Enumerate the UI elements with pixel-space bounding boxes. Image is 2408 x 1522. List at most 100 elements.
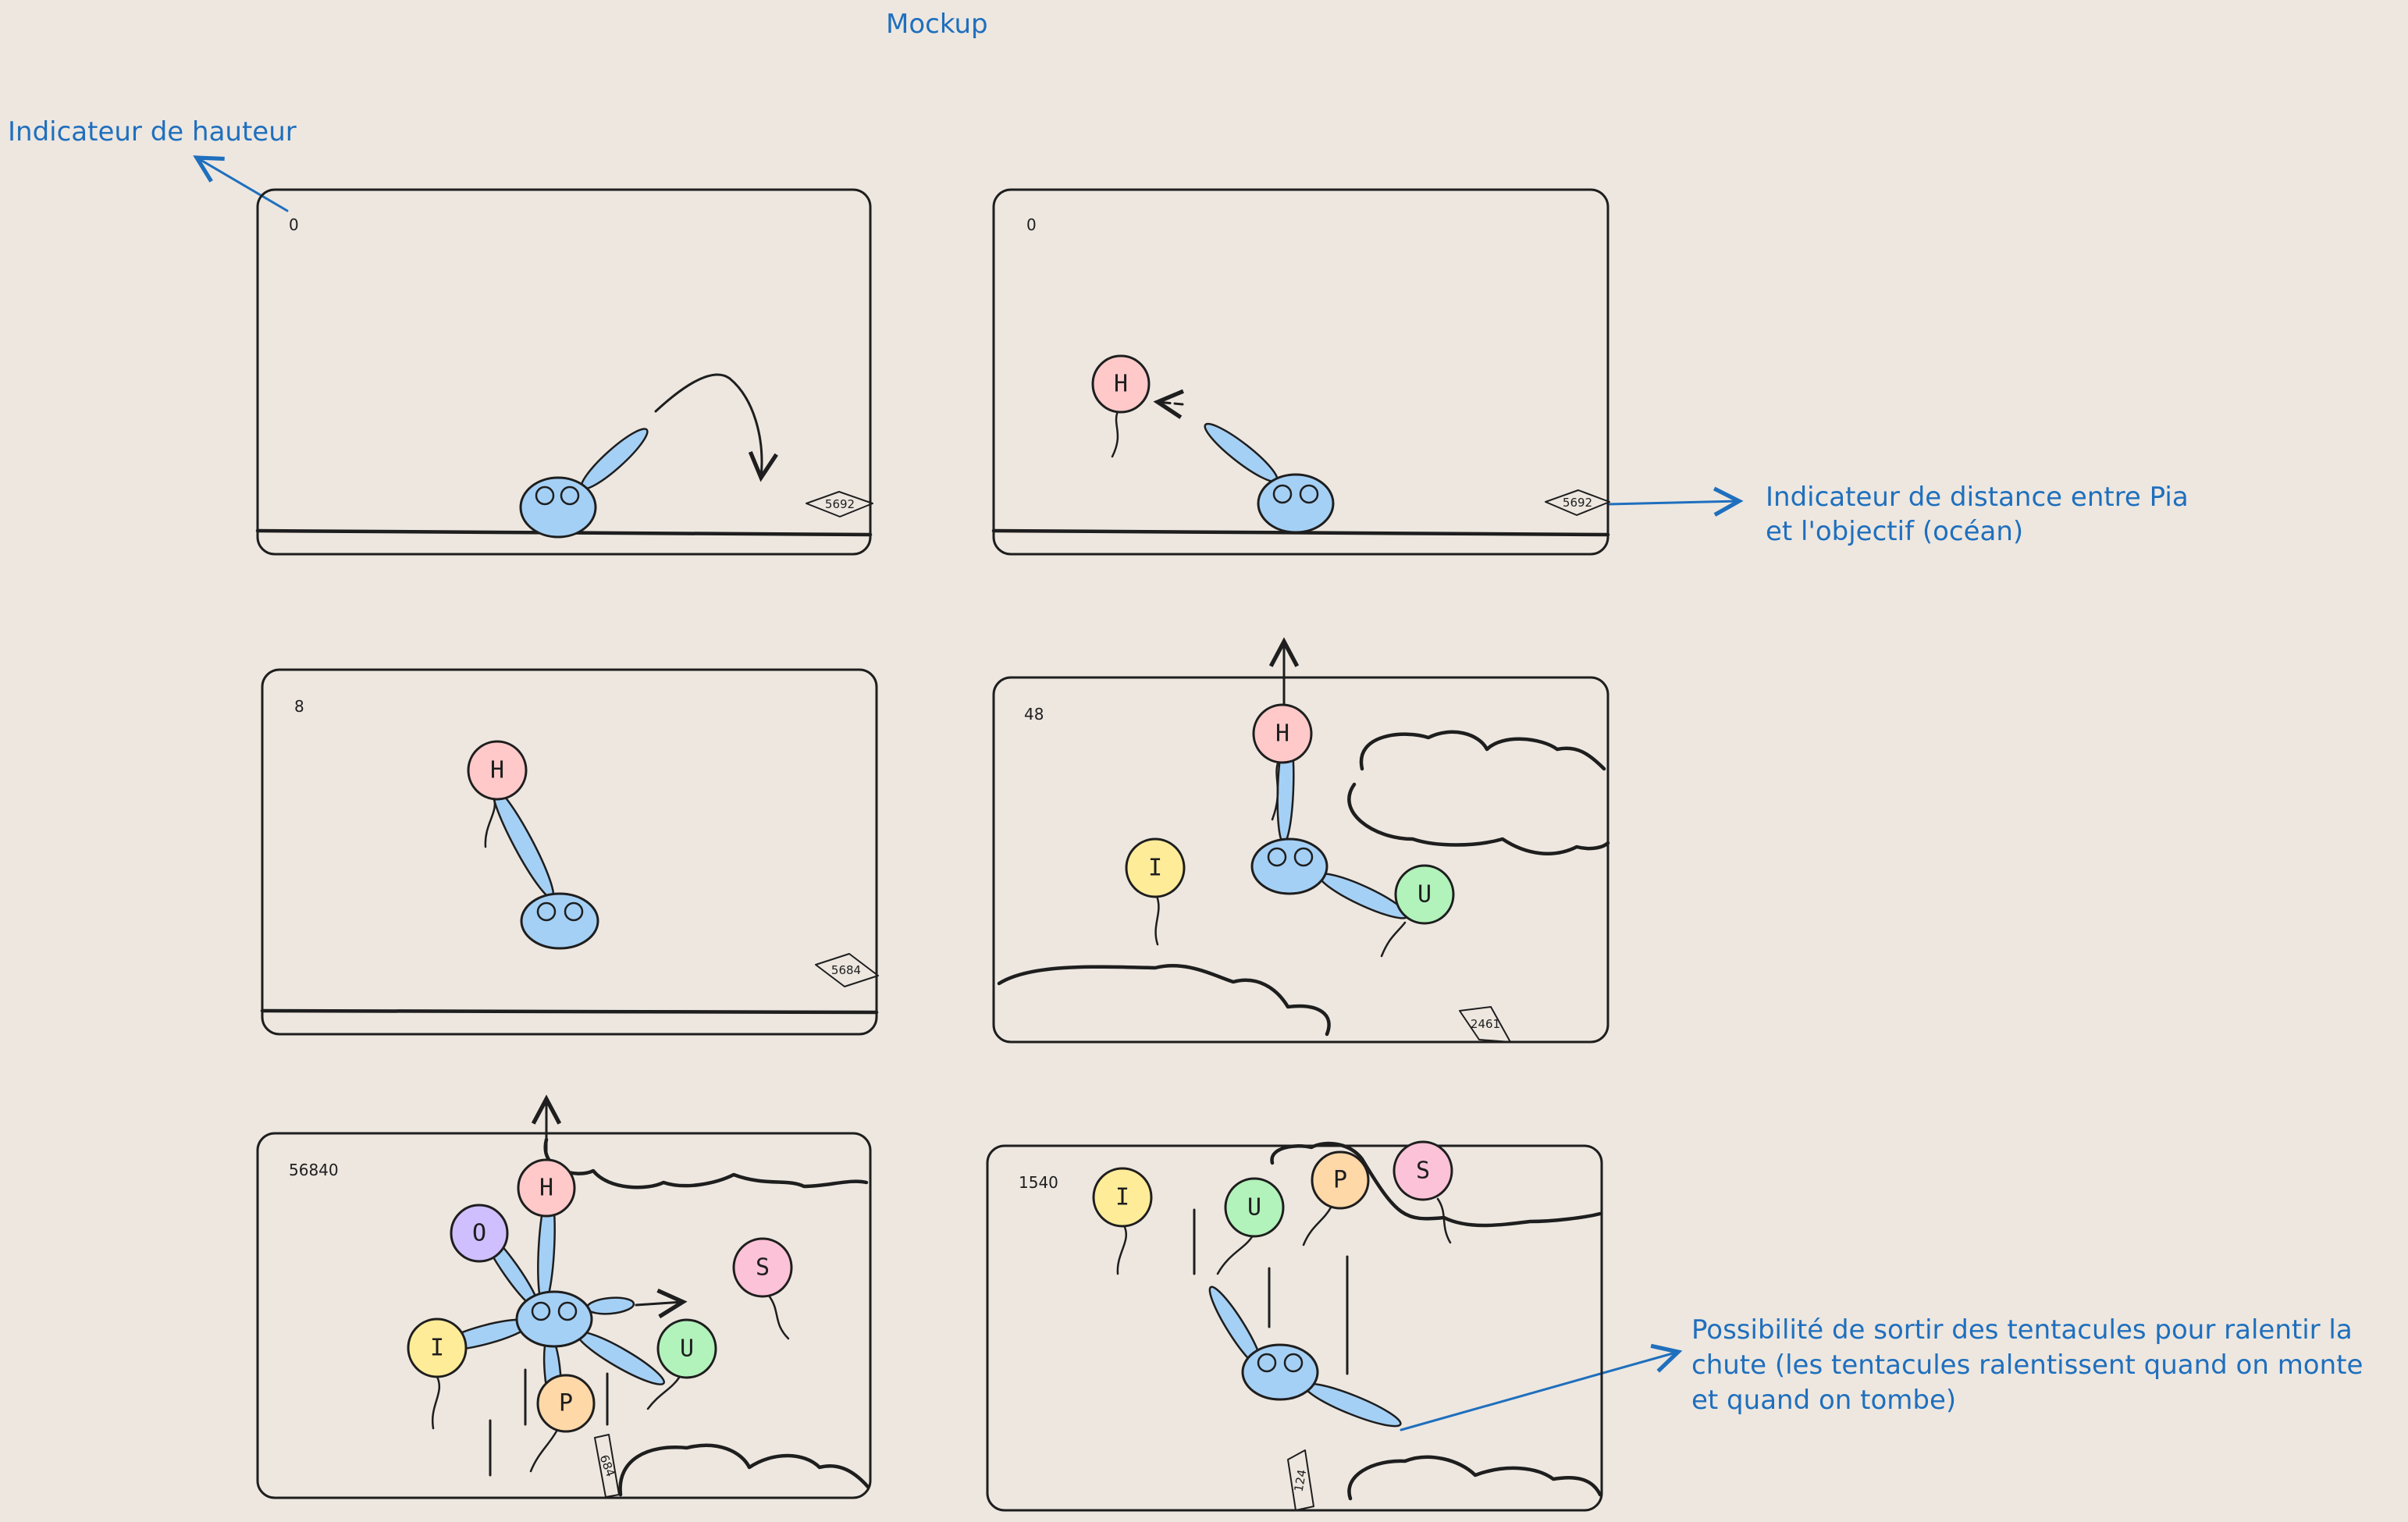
frame-4-eye-left: [1267, 847, 1287, 867]
frame-6-balloon-u: [1224, 1177, 1285, 1238]
frame-3-balloon-h: [467, 740, 528, 801]
frame-3-balloon-h-letter: H: [490, 757, 504, 784]
frame-1-pia-body: [519, 476, 597, 539]
height-indicator-note: Indicateur de hauteur: [8, 116, 297, 148]
frame-5-pia-body: [515, 1290, 593, 1348]
frame-3-height: 8: [294, 697, 304, 716]
frame-5-cloud-top: [543, 1137, 869, 1190]
frame-2-balloon-h-string: [1111, 410, 1119, 458]
frame-1-height: 0: [289, 215, 299, 234]
frame-5-balloon-i: [407, 1318, 468, 1378]
frame-3-eye-left: [536, 901, 557, 922]
frame-5-balloon-h-letter: H: [539, 1175, 553, 1202]
frame-6-height: 1540: [1019, 1173, 1058, 1192]
frame-6-tentacle-right: [1304, 1382, 1402, 1428]
frame-1-distance: 5692: [825, 497, 855, 511]
frame-5-balloon-i-string: [431, 1375, 441, 1430]
frame-4-cloud-top-lower: [1347, 782, 1610, 855]
frame-1-distance-badge: [806, 491, 873, 517]
frame-5: 56840 684 H O I P: [256, 1094, 872, 1499]
mockup-title: Mockup: [886, 9, 988, 40]
frame-2-tentacle: [1204, 422, 1279, 483]
frame-2-grab-arrow: [1153, 389, 1184, 419]
frame-4-pia-body: [1250, 837, 1328, 895]
frame-5-balloon-s: [732, 1237, 793, 1298]
tentacles-note-2: chute (les tentacules ralentissent quand…: [1691, 1350, 2363, 1381]
distance-indicator-arrow: [1606, 486, 1744, 517]
frame-4-balloon-h: [1252, 703, 1313, 764]
frame-4-border: [992, 676, 1609, 1044]
frame-5-right-arrow: [635, 1288, 688, 1319]
frame-5-height: 56840: [289, 1161, 339, 1179]
frame-5-cloud-bottom: [618, 1443, 870, 1497]
frame-3-ground: [260, 1008, 879, 1015]
frame-3-balloon-h-string: [484, 795, 496, 848]
frame-6-balloon-p: [1311, 1150, 1370, 1210]
frame-5-tentacle-stub: [585, 1296, 635, 1315]
frame-6-balloon-i-string: [1116, 1224, 1128, 1275]
tentacles-note-3: et quand on tombe): [1691, 1385, 1956, 1416]
frame-4-distance: 2461: [1471, 1017, 1500, 1031]
frame-6: 1540 124 I U P S: [986, 1140, 1603, 1512]
frame-5-balloon-p-letter: P: [559, 1390, 573, 1417]
frame-4-height: 48: [1024, 705, 1044, 724]
frame-6-eye-right: [1283, 1353, 1304, 1373]
frame-6-balloon-i: [1092, 1167, 1153, 1228]
frame-2-height: 0: [1026, 215, 1037, 234]
frame-2-border: [992, 188, 1609, 556]
frame-1-border: [256, 188, 872, 556]
frame-3-distance: 5684: [831, 963, 861, 977]
frame-1-eye-left: [535, 485, 555, 506]
distance-indicator-note-1: Indicateur de distance entre Pia: [1766, 482, 2189, 513]
frame-6-eye-left: [1257, 1353, 1277, 1373]
frame-2-distance: 5692: [1563, 496, 1592, 510]
frame-3-border: [261, 668, 878, 1036]
frame-5-balloon-i-letter: I: [430, 1335, 444, 1362]
frame-5-balloon-p: [536, 1374, 596, 1433]
frame-2-balloon-h-letter: H: [1114, 371, 1128, 398]
frame-1-eye-right: [560, 485, 580, 506]
height-indicator-arrow: [193, 155, 289, 212]
distance-indicator-note-2: et l'objectif (océan): [1766, 516, 2023, 547]
frame-2-eye-right: [1299, 484, 1319, 504]
frame-5-balloon-h: [517, 1158, 576, 1218]
frame-4-balloon-u-string: [1380, 921, 1407, 958]
frame-6-pia-body: [1241, 1343, 1319, 1401]
frame-5-balloon-u: [656, 1318, 717, 1379]
frame-5-balloon-o: [450, 1204, 509, 1263]
frame-5-balloon-s-letter: S: [756, 1254, 770, 1282]
frame-4-balloon-u-letter: U: [1417, 881, 1432, 909]
frame-2-pia-body: [1257, 473, 1335, 534]
frame-6-balloon-p-string: [1302, 1206, 1332, 1246]
frame-4-balloon-i-letter: I: [1148, 855, 1162, 882]
tentacles-arrow: [1400, 1343, 1683, 1431]
frame-5-tentacle-right: [576, 1331, 665, 1385]
frame-6-balloon-s-letter: S: [1416, 1158, 1430, 1185]
frame-3: 8 5684 H: [260, 668, 879, 1036]
tentacles-note-1: Possibilité de sortir des tentacules pou…: [1691, 1314, 2353, 1346]
frame-6-balloon-i-letter: I: [1115, 1184, 1129, 1211]
frame-2-eye-left: [1272, 484, 1293, 504]
frame-6-distance: 124: [1292, 1468, 1310, 1492]
frame-3-tentacle: [491, 786, 555, 900]
frame-4-balloon-u: [1394, 864, 1455, 925]
frame-6-balloon-s: [1393, 1140, 1453, 1201]
frame-2: 0 5692 H: [991, 188, 1610, 556]
frame-4-cloud-bottom: [997, 964, 1331, 1037]
frame-2-distance-badge: [1545, 489, 1610, 516]
frame-5-eye-right: [557, 1301, 578, 1321]
frame-5-balloon-u-letter: U: [680, 1335, 694, 1363]
frame-5-eye-left: [531, 1301, 551, 1321]
frame-6-distance-badge: [1287, 1449, 1314, 1511]
frame-4-balloon-h-letter: H: [1275, 720, 1289, 748]
frame-5-balloon-o-letter: O: [472, 1220, 486, 1247]
frame-6-balloon-p-letter: P: [1333, 1167, 1347, 1194]
frame-4: 48 2461 H I U: [992, 637, 1610, 1044]
frame-6-balloon-s-string: [1436, 1197, 1452, 1244]
frame-4-balloon-h-string: [1271, 759, 1280, 821]
frame-3-eye-right: [564, 901, 584, 922]
frame-4-eye-right: [1293, 847, 1314, 867]
frame-4-balloon-i-string: [1154, 894, 1160, 946]
frame-2-balloon-h: [1091, 354, 1151, 414]
